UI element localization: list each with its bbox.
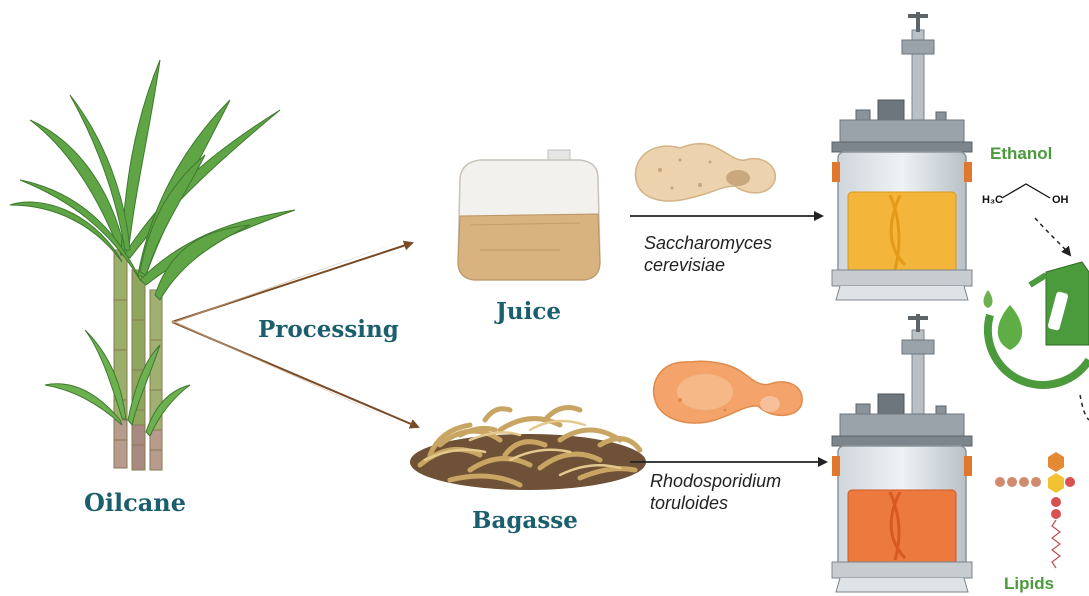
bioreactor-icon xyxy=(832,12,972,300)
formula-right: OH xyxy=(1052,194,1069,206)
organism-bottom-line2: toruloides xyxy=(650,492,728,514)
lipid-molecule-icon xyxy=(995,452,1075,568)
processing-label: Processing xyxy=(258,316,399,343)
bagasse-pile-icon xyxy=(410,408,646,490)
yeast-cell-icon xyxy=(654,361,803,423)
lipids-label: Lipids xyxy=(1004,574,1054,594)
ethanol-molecule-icon xyxy=(1002,184,1050,198)
bioreactor-icon xyxy=(832,314,972,592)
oilcane-label: Oilcane xyxy=(84,488,186,517)
organism-bottom-line1: Rhodosporidium xyxy=(650,470,781,492)
juice-label: Juice xyxy=(496,298,561,325)
formula-left: H₃C xyxy=(982,194,1003,206)
bagasse-label: Bagasse xyxy=(472,507,578,534)
yeast-cell-icon xyxy=(635,144,775,201)
juice-bag-icon xyxy=(458,150,600,280)
ethanol-label: Ethanol xyxy=(990,144,1052,164)
organism-top-line2: cerevisiae xyxy=(644,254,725,276)
biofuel-pump-icon xyxy=(984,218,1089,420)
organism-top-line1: Saccharomyces xyxy=(644,232,772,254)
sugarcane-plant-icon xyxy=(10,60,295,470)
